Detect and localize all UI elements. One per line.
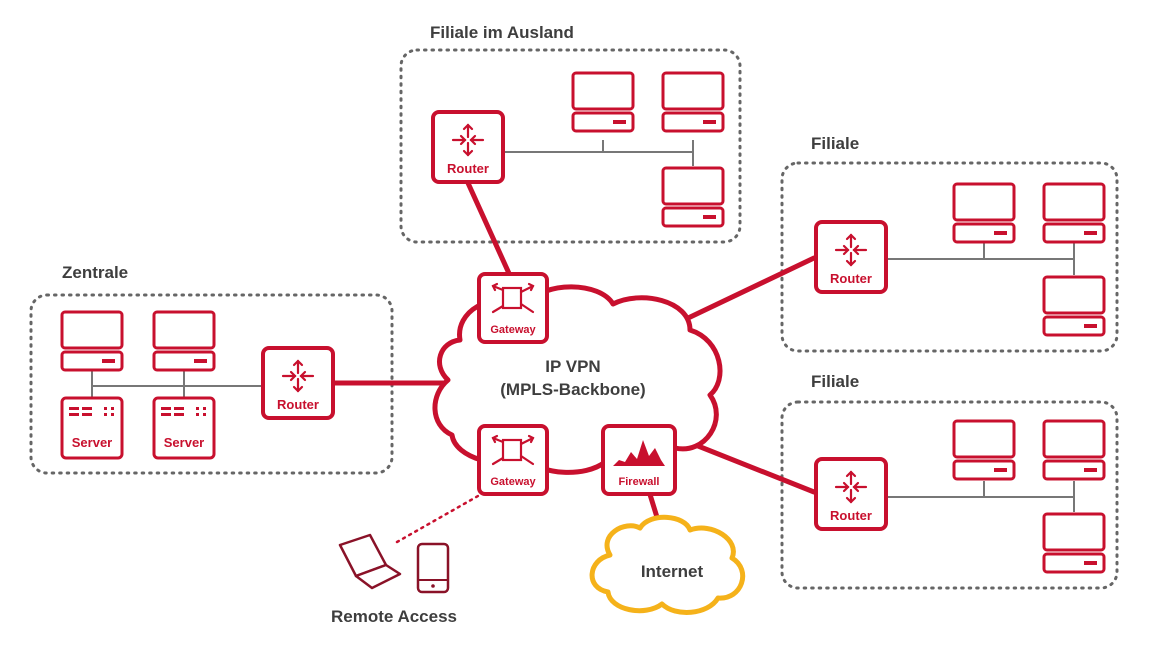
workstation-icon <box>152 310 216 372</box>
router-ausland: Router <box>431 110 505 184</box>
vpn-cloud-label: IP VPN <box>545 357 600 376</box>
server-icon <box>69 407 114 416</box>
server-label: Server <box>72 435 112 450</box>
firewall-graph-icon <box>613 440 665 466</box>
group-label-filiale-top: Filiale <box>811 134 859 153</box>
workstation-icon <box>661 166 725 228</box>
router-filiale-bottom: Router <box>814 457 888 531</box>
workstation-icon <box>571 71 635 133</box>
router-label: Router <box>447 161 489 176</box>
gateway-label: Gateway <box>490 324 536 336</box>
workstation-icon <box>1042 182 1106 244</box>
server-icon <box>161 407 206 416</box>
internet-label: Internet <box>641 562 704 581</box>
workstation-icon <box>1042 419 1106 481</box>
gateway-icon <box>491 434 535 466</box>
firewall: Firewall <box>601 424 677 496</box>
server-label: Server <box>164 435 204 450</box>
phone-icon <box>416 542 450 594</box>
group-label-ausland: Filiale im Ausland <box>430 23 574 42</box>
group-box-filiale-top <box>780 161 1119 353</box>
group-box-filiale-bottom <box>780 400 1119 590</box>
router-label: Router <box>277 397 319 412</box>
gateway-top: Gateway <box>477 272 549 344</box>
router-zentrale: Router <box>261 346 335 420</box>
server-1: Server <box>60 396 124 460</box>
gateway-icon <box>491 282 535 314</box>
group-label-zentrale: Zentrale <box>62 263 128 282</box>
remote-access-label: Remote Access <box>331 607 457 626</box>
workstation-icon <box>952 182 1016 244</box>
firewall-label: Firewall <box>619 476 660 488</box>
workstation-icon <box>1042 512 1106 574</box>
workstation-icon <box>661 71 725 133</box>
router-label: Router <box>830 271 872 286</box>
group-box-ausland <box>399 48 742 244</box>
internet-cloud: Internet <box>589 514 746 615</box>
router-label: Router <box>830 508 872 523</box>
vpn-cloud-sublabel: (MPLS-Backbone) <box>500 380 645 399</box>
gateway-bottom: Gateway <box>477 424 549 496</box>
workstation-icon <box>60 310 124 372</box>
lan-lines <box>91 140 1075 512</box>
laptop-icon <box>338 533 402 590</box>
server-2: Server <box>152 396 216 460</box>
remote-access-link <box>395 494 480 544</box>
gateway-label: Gateway <box>490 476 536 488</box>
group-label-filiale-bottom: Filiale <box>811 372 859 391</box>
workstation-icon <box>952 419 1016 481</box>
router-filiale-top: Router <box>814 220 888 294</box>
workstation-icon <box>1042 275 1106 337</box>
